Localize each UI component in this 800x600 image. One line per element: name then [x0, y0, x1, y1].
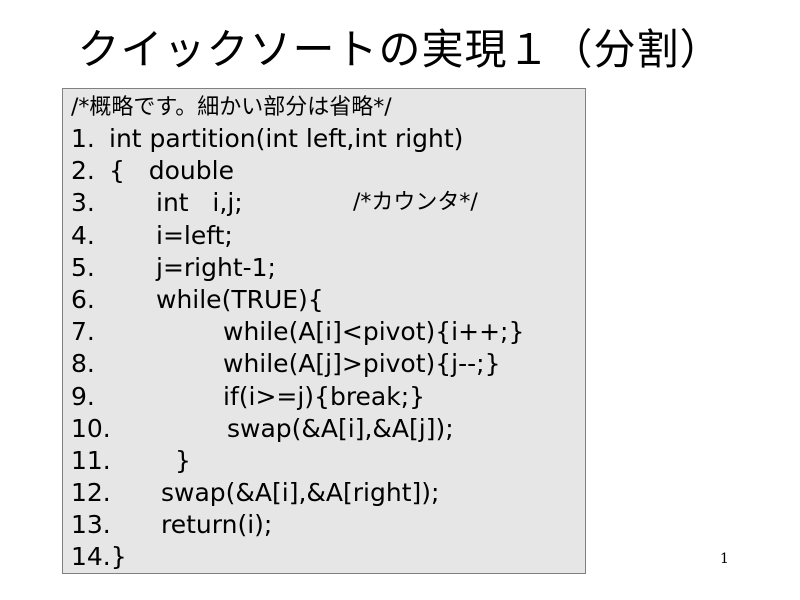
- line-number: 10.: [71, 413, 111, 443]
- line-number: 9.: [71, 381, 95, 411]
- line-code: swap(&A[i],&A[j]);: [227, 413, 454, 443]
- line-code: while(TRUE){: [156, 284, 324, 314]
- line-number: 2.: [71, 156, 95, 186]
- slide-title: クイックソートの実現１（分割）: [77, 25, 723, 74]
- line-code: int partition(int left,int right): [109, 124, 464, 153]
- line-number: 5.: [71, 252, 95, 282]
- code-header-comment: /*概略です。細かい部分は省略*/: [71, 93, 585, 123]
- code-line-12: 12. swap(&A[i],&A[right]);: [71, 477, 585, 509]
- code-line-13: 13. return(i);: [71, 509, 585, 541]
- line-number: 14.}: [71, 542, 127, 572]
- line-number: 13.: [71, 510, 111, 540]
- line-code: swap(&A[i],&A[right]);: [161, 478, 440, 508]
- line-code: i=left;: [156, 220, 233, 250]
- code-line-8: 8. while(A[j]>pivot){j--;}: [71, 348, 585, 380]
- line-code: return(i);: [161, 510, 273, 540]
- page-number: 1: [720, 551, 729, 567]
- code-line-6: 6. while(TRUE){: [71, 284, 585, 316]
- line-code: j=right-1;: [156, 252, 276, 282]
- line-number: 7.: [71, 317, 95, 347]
- header-comment-text: /*概略です。細かい部分は省略*/: [71, 95, 392, 120]
- line-code: { double: [109, 156, 234, 186]
- line-code: while(A[i]<pivot){i++;}: [223, 317, 525, 347]
- line-number: 12.: [71, 478, 111, 508]
- code-line-10: 10. swap(&A[i],&A[j]);: [71, 413, 585, 445]
- line-code: int i,j;: [156, 188, 243, 218]
- code-line-1: 1. int partition(int left,int right): [71, 123, 585, 155]
- line-number: 8.: [71, 349, 95, 379]
- code-block: /*概略です。細かい部分は省略*/ 1. int partition(int l…: [62, 88, 586, 574]
- code-line-11: 11. }: [71, 445, 585, 477]
- code-line-7: 7. while(A[i]<pivot){i++;}: [71, 316, 585, 348]
- line-code: while(A[j]>pivot){j--;}: [223, 349, 501, 379]
- line-number: 4.: [71, 220, 95, 250]
- code-line-5: 5. j=right-1;: [71, 252, 585, 284]
- code-line-14: 14.}: [71, 541, 585, 573]
- code-line-3: 3. int i,j; /*カウンタ*/: [71, 187, 585, 219]
- line-code: }: [175, 445, 191, 475]
- code-line-9: 9. if(i>=j){break;}: [71, 381, 585, 413]
- code-line-2: 2. { double: [71, 155, 585, 187]
- code-line-4: 4. i=left;: [71, 220, 585, 252]
- line-number: 3.: [71, 188, 95, 218]
- line-number: 11.: [71, 445, 111, 475]
- line-code: if(i>=j){break;}: [223, 381, 426, 411]
- line-number: 6.: [71, 284, 95, 314]
- line-comment: /*カウンタ*/: [353, 190, 478, 216]
- line-number: 1.: [71, 124, 95, 153]
